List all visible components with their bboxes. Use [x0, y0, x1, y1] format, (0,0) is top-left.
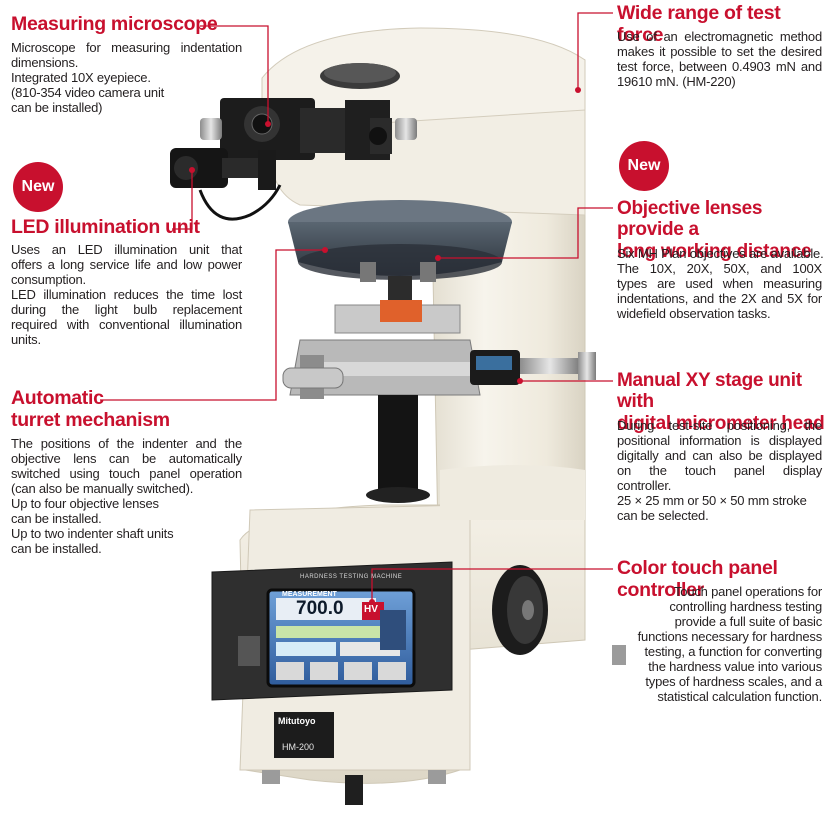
- new-badge-led: New: [13, 162, 63, 212]
- automatic-turret-text: The positions of the indenter and the ob…: [11, 436, 242, 556]
- led-illumination-text: Uses an LED illumination unit that offer…: [11, 242, 242, 347]
- brand-logo: Mitutoyo: [278, 716, 316, 726]
- xy-stage-heading: Manual XY stage unit with digital microm…: [617, 370, 825, 434]
- objective-lenses-text: Six MH Plan objectives are available. Th…: [617, 246, 824, 321]
- panel-header: HARDNESS TESTING MACHINE: [300, 574, 403, 580]
- led-illumination-unit: [170, 148, 282, 221]
- automatic-turret-heading: Automatic turret mechanism: [11, 387, 170, 431]
- measuring-microscope-heading: Measuring microscope: [11, 13, 218, 35]
- led-illumination-heading: LED illumination unit: [11, 216, 200, 238]
- objective-turret: [288, 200, 512, 312]
- xy-stage-text: During test-site positioning, the positi…: [617, 418, 822, 523]
- touch-panel-heading: Color touch panel controller: [617, 557, 778, 601]
- objective-lenses-heading: Objective lenses provide a long working …: [617, 198, 812, 262]
- test-force-heading: Wide range of test force: [617, 2, 781, 46]
- microscope-unit: [200, 98, 417, 160]
- nameplate: [274, 712, 334, 758]
- hardness-readout: 700.0: [296, 598, 344, 619]
- column-collar: [366, 487, 430, 503]
- leader-lines: [100, 12, 613, 605]
- new-badge-objective: New: [619, 141, 669, 191]
- test-force-text: Use of an electromagnetic method makes i…: [617, 29, 822, 89]
- xy-stage: [282, 300, 596, 399]
- control-panel: [211, 561, 453, 701]
- touch-panel-text: Touch panel operations for controlling h…: [637, 584, 823, 704]
- machine-feet: [262, 645, 626, 805]
- hardness-unit: HV: [364, 604, 378, 615]
- model-label: HM-200: [282, 742, 315, 752]
- screen-title: MEASUREMENT: [282, 591, 337, 598]
- elevation-handwheel: [492, 565, 548, 655]
- measuring-microscope-text: Microscope for measuring indentation dim…: [11, 40, 242, 115]
- elevating-column: [378, 395, 418, 495]
